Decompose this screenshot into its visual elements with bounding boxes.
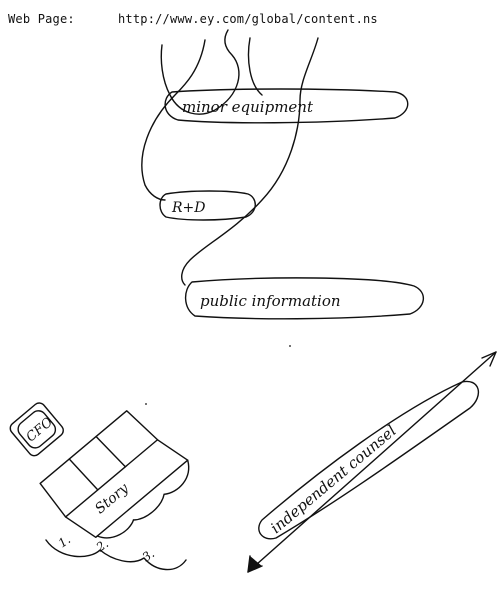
cfo-box: CFO <box>8 401 66 459</box>
stray-dot-1 <box>289 345 291 347</box>
rd-text: R+D <box>171 200 206 216</box>
step-1-text: 1. <box>56 532 73 550</box>
connector-stroke-d <box>249 38 263 95</box>
minor-equipment-text: minor equipment <box>182 98 314 116</box>
connector-stroke-a <box>142 40 205 200</box>
independent-counsel-arrow <box>248 352 496 572</box>
public-information-text: public information <box>200 292 341 310</box>
connector-stroke-c <box>182 38 318 285</box>
stray-dot-2 <box>145 403 147 405</box>
independent-counsel-text: independent counsel <box>267 421 400 537</box>
cfo-text: CFO <box>24 415 57 446</box>
arrowhead-bottom <box>248 556 262 572</box>
